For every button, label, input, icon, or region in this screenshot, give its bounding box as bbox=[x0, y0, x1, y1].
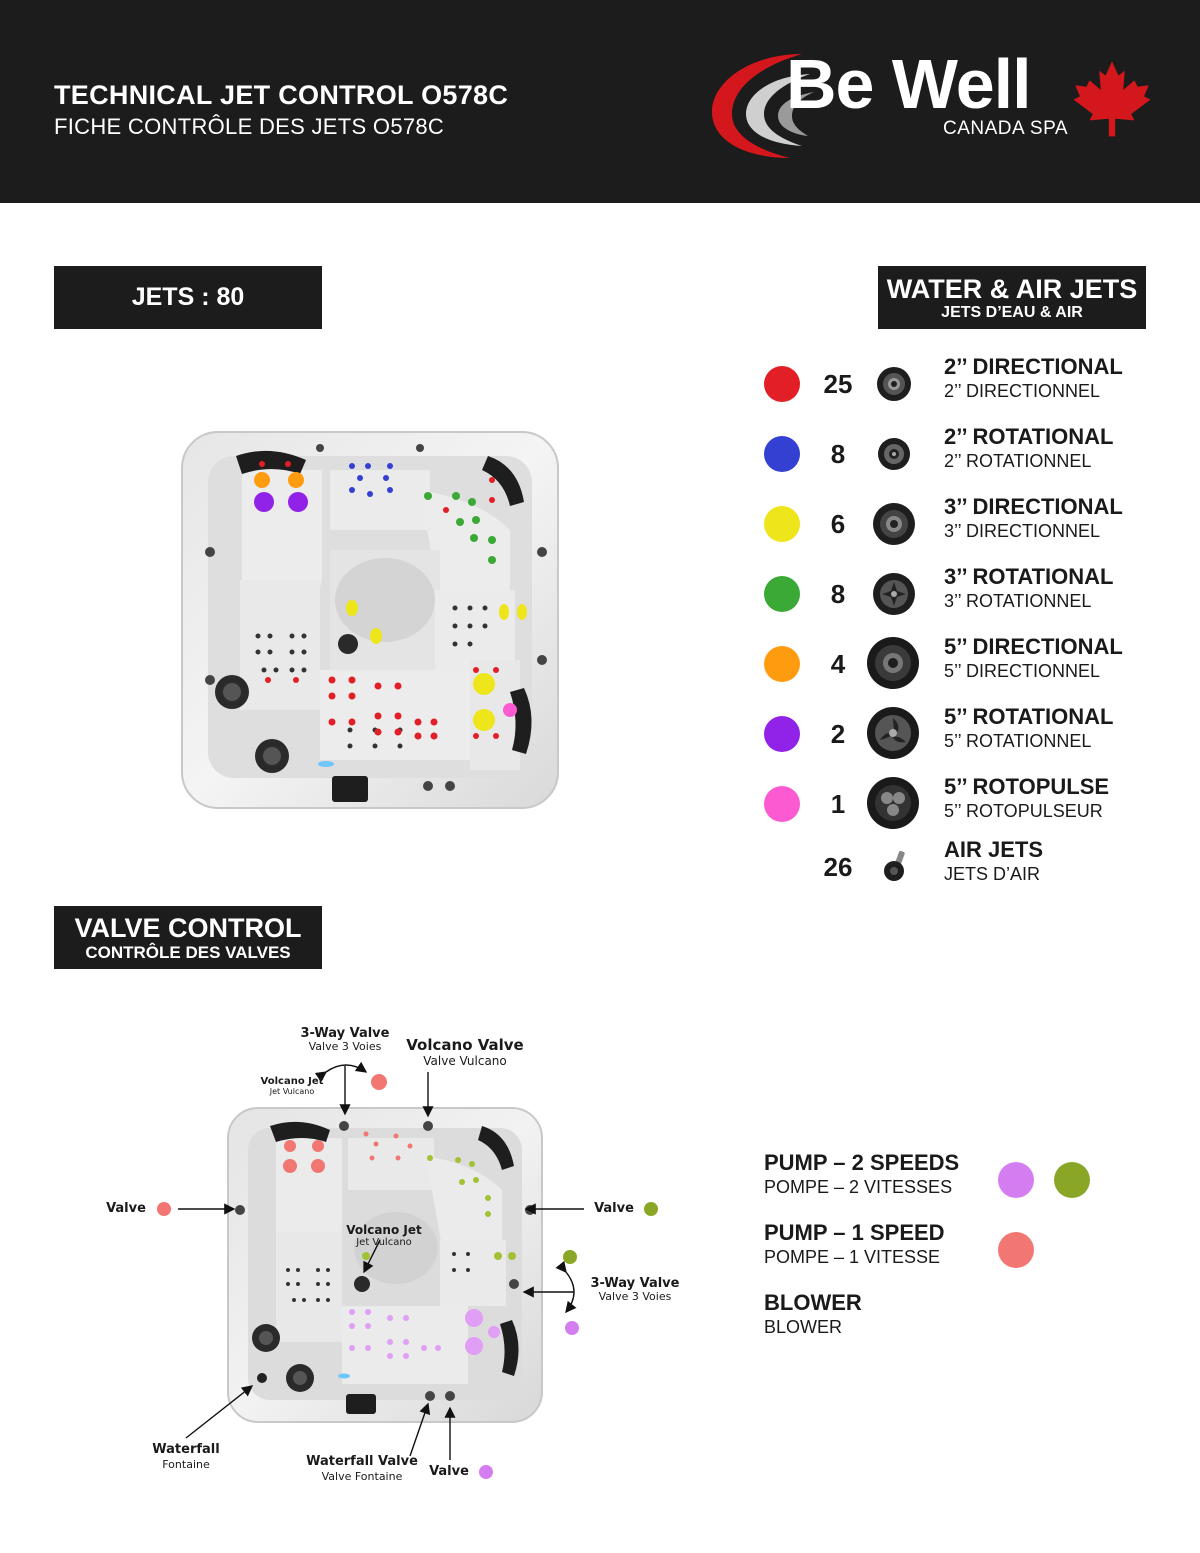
jet-type-row: 4 5’’ DIRECTIONAL 5’’ DIRECTIONNEL bbox=[760, 634, 1180, 712]
water-air-subtitle: JETS D’EAU & AIR bbox=[941, 304, 1083, 321]
jet-name-fr: 3’’ ROTATIONNEL bbox=[944, 591, 1092, 611]
air-jet-icon bbox=[884, 850, 905, 881]
three-way-right-purple-dot bbox=[565, 1321, 579, 1335]
document-subtitle: FICHE CONTRÔLE DES JETS O578C bbox=[54, 114, 445, 139]
valve-bottom-dot bbox=[479, 1465, 493, 1479]
three-way-valve-top-label: 3-Way Valve Valve 3 Voies bbox=[300, 1026, 390, 1053]
jet-name-fr: 2’’ ROTATIONNEL bbox=[944, 451, 1092, 471]
jet-color-dot bbox=[764, 576, 800, 612]
jet-3in-rotational-icon bbox=[873, 573, 915, 615]
jet-type-row: 8 2’’ ROTATIONAL 2’’ ROTATIONNEL bbox=[760, 424, 1180, 502]
jet-count: 4 bbox=[830, 649, 846, 679]
jet-2in-directional-icon bbox=[877, 367, 911, 401]
volcano-jet-center-label: Volcano Jet Jet Vulcano bbox=[346, 1223, 422, 1249]
jet-type-row: 1 5’’ ROTOPULSE 5’’ ROTOPULSEUR bbox=[760, 774, 1180, 852]
jet-count: 26 bbox=[823, 852, 853, 882]
pump-2-speeds-entry: PUMP – 2 SPEEDS POMPE – 2 VITESSES bbox=[764, 1150, 959, 1198]
water-air-title: WATER & AIR JETS bbox=[886, 274, 1138, 304]
document-title: TECHNICAL JET CONTROL O578C bbox=[54, 80, 509, 110]
page-header: TECHNICAL JET CONTROL O578C FICHE CONTRÔ… bbox=[0, 0, 1200, 203]
jet-name-en: AIR JETS bbox=[944, 837, 1044, 862]
three-way-valve-right-label: 3-Way Valve Valve 3 Voies bbox=[590, 1276, 680, 1303]
jet-count: 25 bbox=[823, 369, 853, 399]
jet-name-en: 2’’ ROTATIONAL bbox=[944, 424, 1114, 449]
valve-control-title: VALVE CONTROL bbox=[74, 913, 302, 943]
jet-name-fr: 5’’ ROTATIONNEL bbox=[944, 731, 1092, 751]
jet-type-row: 6 3’’ DIRECTIONAL 3’’ DIRECTIONNEL bbox=[760, 494, 1180, 572]
bewell-logo: Be Well CANADA SPA bbox=[710, 40, 1170, 170]
jet-name-fr: 5’’ DIRECTIONNEL bbox=[944, 661, 1101, 681]
jet-count: 2 bbox=[830, 719, 846, 749]
water-air-jets-box: WATER & AIR JETS JETS D’EAU & AIR bbox=[878, 266, 1146, 329]
jet-color-dot bbox=[764, 506, 800, 542]
jet-name-en: 5’’ ROTATIONAL bbox=[944, 704, 1114, 729]
valve-control-subtitle: CONTRÔLE DES VALVES bbox=[85, 943, 291, 962]
valve-left-dot bbox=[157, 1202, 171, 1216]
spa-valve-layout-diagram bbox=[227, 1107, 543, 1423]
logo-swoosh-icon bbox=[712, 54, 814, 158]
jet-count: 8 bbox=[830, 579, 846, 609]
jet-name-fr: JETS D’AIR bbox=[944, 864, 1041, 884]
jet-color-dot bbox=[764, 646, 800, 682]
jet-type-row: 26 AIR JETS JETS D’AIR bbox=[760, 837, 1180, 915]
pump-1-speed-dot bbox=[998, 1232, 1034, 1268]
three-way-right-green-dot bbox=[563, 1250, 577, 1264]
jet-name-en: 5’’ DIRECTIONAL bbox=[944, 634, 1123, 659]
valve-right-dot bbox=[644, 1202, 658, 1216]
jet-5in-rotopulse-icon bbox=[867, 777, 919, 829]
waterfall-label: Waterfall Fontaine bbox=[152, 1442, 220, 1471]
volcano-valve-label: Volcano Valve Valve Vulcano bbox=[406, 1036, 524, 1068]
jet-type-row: 8 3’’ ROTATIONAL 3’’ ROTATIONNEL bbox=[760, 564, 1180, 642]
jet-name-en: 5’’ ROTOPULSE bbox=[944, 774, 1110, 799]
jet-type-row: 25 2’’ DIRECTIONAL 2’’ DIRECTIONNEL bbox=[760, 354, 1180, 432]
pump-name-en: PUMP – 2 SPEEDS bbox=[764, 1150, 960, 1175]
jet-count: 1 bbox=[830, 789, 846, 819]
jet-name-en: 3’’ DIRECTIONAL bbox=[944, 494, 1123, 519]
jet-name-fr: 3’’ DIRECTIONNEL bbox=[944, 521, 1101, 541]
blower-entry: BLOWER BLOWER bbox=[764, 1290, 862, 1338]
jet-2in-rotational-icon bbox=[878, 438, 910, 470]
jet-5in-rotational-icon bbox=[867, 707, 919, 759]
pump-name-fr: POMPE – 1 VITESSE bbox=[764, 1247, 941, 1267]
jets-total-box: JETS : 80 bbox=[54, 266, 322, 329]
valve-bottom-label: Valve bbox=[429, 1464, 469, 1479]
jet-count: 6 bbox=[830, 509, 846, 539]
valve-control-box: VALVE CONTROL CONTRÔLE DES VALVES bbox=[54, 906, 322, 969]
jet-5in-directional-icon bbox=[867, 637, 919, 689]
logo-tagline: CANADA SPA bbox=[943, 118, 1069, 139]
jets-total-label: JETS : 80 bbox=[131, 283, 245, 311]
jet-count: 8 bbox=[830, 439, 846, 469]
jet-color-dot bbox=[764, 786, 800, 822]
spa-jet-layout-diagram bbox=[181, 431, 559, 809]
logo-wordmark: Be Well bbox=[786, 45, 1032, 123]
jet-color-dot bbox=[764, 436, 800, 472]
maple-leaf-icon bbox=[1073, 61, 1151, 137]
jet-color-dot bbox=[764, 716, 800, 752]
jet-name-en: 3’’ ROTATIONAL bbox=[944, 564, 1114, 589]
jet-name-en: 2’’ DIRECTIONAL bbox=[944, 354, 1123, 379]
pump-name-fr: POMPE – 2 VITESSES bbox=[764, 1177, 953, 1197]
pump-2-speeds-green-dot bbox=[1054, 1162, 1090, 1198]
jet-name-fr: 2’’ DIRECTIONNEL bbox=[944, 381, 1101, 401]
waterfall-valve-label: Waterfall Valve Valve Fontaine bbox=[306, 1454, 418, 1483]
pump-1-speed-entry: PUMP – 1 SPEED POMPE – 1 VITESSE bbox=[764, 1220, 945, 1268]
valve-right-label: Valve bbox=[594, 1201, 634, 1216]
pump-name-en: PUMP – 1 SPEED bbox=[764, 1220, 945, 1245]
volcano-jet-blower-dot bbox=[371, 1074, 387, 1090]
blower-name-en: BLOWER bbox=[764, 1290, 862, 1315]
pump-2-speeds-purple-dot bbox=[998, 1162, 1034, 1198]
jet-color-dot bbox=[764, 366, 800, 402]
jet-name-fr: 5’’ ROTOPULSEUR bbox=[944, 801, 1103, 821]
blower-name-fr: BLOWER bbox=[764, 1317, 843, 1337]
jet-type-row: 2 5’’ ROTATIONAL 5’’ ROTATIONNEL bbox=[760, 704, 1180, 782]
valve-left-label: Valve bbox=[106, 1201, 146, 1216]
volcano-jet-top-label: Volcano Jet Jet Vulcano bbox=[260, 1076, 324, 1096]
jet-3in-directional-icon bbox=[873, 503, 915, 545]
